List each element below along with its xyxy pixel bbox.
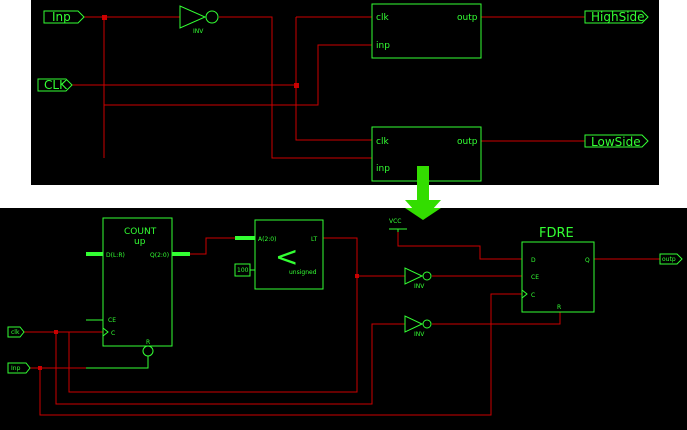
- pin-d: D(L:R): [106, 252, 125, 259]
- pin-lt: LT: [311, 236, 318, 243]
- junction-inp: [38, 366, 42, 370]
- pin-c: C: [531, 292, 535, 299]
- top-port-inp[interactable]: Inp: [43, 10, 85, 24]
- junction-inp: [102, 15, 107, 20]
- wire-lt-to-inv1: [323, 237, 405, 277]
- port-shape: [584, 134, 649, 148]
- comparator-mode: unsigned: [289, 269, 317, 276]
- fdre-body: [521, 241, 595, 313]
- port-shape: [584, 10, 649, 24]
- port-label: clk: [11, 329, 20, 336]
- port-shape: [7, 326, 25, 338]
- vcc-label: VCC: [389, 218, 401, 225]
- reset-bubble: [142, 345, 154, 357]
- top-port-clk[interactable]: CLK: [37, 78, 73, 92]
- const-value: 100: [237, 267, 249, 274]
- comparator-block[interactable]: A(2:0) LT < unsigned 100: [234, 219, 324, 290]
- wire-inp-down: [39, 293, 522, 416]
- inverter-bubble: [205, 10, 219, 24]
- port-label: Inp: [11, 365, 21, 372]
- pin-outp: outp: [457, 13, 478, 23]
- top-port-highside[interactable]: HighSide: [584, 10, 649, 24]
- arrow-shaft: [417, 166, 429, 204]
- pin-ce: CE: [531, 274, 539, 281]
- clock-triangle: [102, 327, 109, 337]
- pin-q: Q: [585, 257, 590, 264]
- junction-lt: [355, 274, 359, 278]
- fdre-title: FDRE: [539, 226, 574, 241]
- fdre-block[interactable]: FDRE D CE C R Q: [521, 226, 595, 313]
- top-background: [31, 0, 659, 185]
- vcc-source: VCC: [389, 218, 407, 232]
- pin-clk: clk: [376, 13, 389, 23]
- block-body: [371, 3, 482, 59]
- inverter-bubble: [422, 271, 432, 281]
- inverter-label: INV: [414, 331, 425, 338]
- pin-inp: inp: [376, 164, 390, 174]
- bottom-port-inp[interactable]: Inp: [7, 362, 31, 374]
- port-label: CLK: [44, 78, 68, 92]
- pin-outp: outp: [457, 137, 478, 147]
- bottom-port-outp[interactable]: outp: [659, 253, 683, 265]
- comparator-symbol: <: [275, 240, 298, 273]
- counter-block[interactable]: COUNT up D(L:R) Q(2:0) CE C R: [86, 217, 190, 357]
- top-schematic: Inp CLK INV clk inp outp clk inp outp: [31, 0, 659, 185]
- pin-a: A(2:0): [258, 236, 276, 243]
- pin-d: D: [531, 257, 536, 264]
- bottom-wires: [24, 232, 660, 416]
- pin-q: Q(2:0): [150, 252, 169, 259]
- inverter-triangle: [404, 267, 424, 285]
- inverter-triangle: [404, 315, 424, 333]
- wire-clk-to-inv2: [55, 323, 405, 405]
- wire-clk-to-block2: [295, 85, 372, 141]
- port-shape: [37, 78, 73, 92]
- pin-clk: clk: [376, 137, 389, 147]
- port-shape: [7, 362, 31, 374]
- top-block-highside[interactable]: clk inp outp: [371, 3, 482, 59]
- junction-clk: [54, 330, 58, 334]
- bottom-background: [0, 208, 687, 430]
- inverter-1[interactable]: INV: [404, 267, 432, 290]
- counter-title: COUNT: [124, 227, 157, 237]
- comparator-body: [254, 219, 324, 290]
- wire-inv2-to-r: [432, 312, 561, 325]
- wire-inp-branch: [104, 44, 372, 106]
- pin-ce: CE: [108, 317, 116, 324]
- wire-inverter-to-block1: [219, 16, 372, 159]
- arrow-head-overlap: [405, 208, 441, 220]
- pin-inp: inp: [376, 41, 390, 51]
- junction-clk: [294, 83, 299, 88]
- port-shape: [43, 10, 85, 24]
- bottom-port-clk[interactable]: clk: [7, 326, 25, 338]
- clock-triangle: [521, 289, 528, 299]
- port-label: HighSide: [591, 10, 645, 24]
- inverter-triangle: [179, 5, 207, 29]
- inverter-bubble: [422, 319, 432, 329]
- port-shape: [659, 253, 683, 265]
- port-label: Inp: [52, 10, 71, 24]
- counter-subtitle: up: [134, 237, 146, 247]
- wire-q-to-comp: [190, 237, 235, 255]
- port-label: LowSide: [591, 135, 641, 149]
- top-port-lowside[interactable]: LowSide: [584, 134, 649, 149]
- wire-vcc-to-d: [397, 232, 522, 260]
- inverter-2[interactable]: INV: [404, 315, 432, 338]
- counter-body: [102, 217, 173, 347]
- port-label: outp: [662, 256, 676, 263]
- wire-counter-r-to-inp: [86, 356, 149, 369]
- pin-r: R: [557, 304, 561, 311]
- inverter-label: INV: [193, 28, 204, 35]
- top-inverter[interactable]: INV: [179, 5, 219, 35]
- pin-r: R: [146, 339, 150, 346]
- inverter-label: INV: [414, 283, 425, 290]
- bottom-schematic: COUNT up D(L:R) Q(2:0) CE C R A(2:0) LT …: [0, 208, 687, 430]
- pin-c: C: [111, 330, 115, 337]
